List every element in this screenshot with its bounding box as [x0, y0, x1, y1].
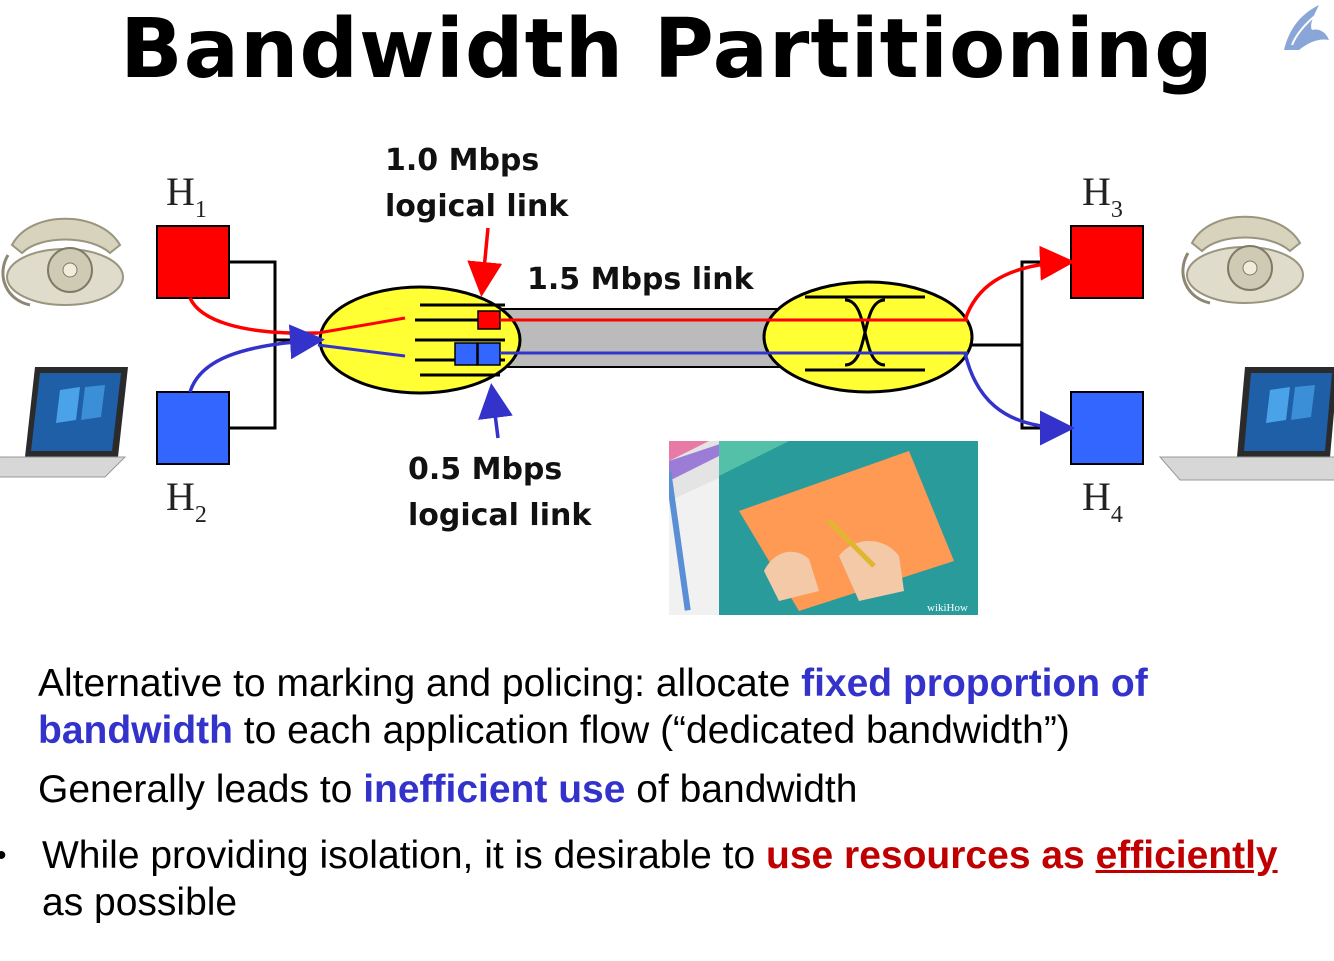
- logical-link-1-label: logical link: [385, 189, 569, 224]
- laptop-icon: [1158, 367, 1334, 481]
- photo-watermark: wikiHow: [927, 602, 968, 614]
- host-h1-box: [156, 225, 230, 299]
- logical-link-1-rate: 1.0 Mbps: [385, 143, 539, 178]
- host-h3-box: [1070, 225, 1144, 299]
- host-h4-box: [1070, 391, 1144, 465]
- host-h1-label: H1: [166, 169, 207, 223]
- laptop-icon: [0, 367, 128, 478]
- logical-link-2-label: logical link: [408, 498, 592, 533]
- physical-link-label: 1.5 Mbps link: [527, 262, 755, 297]
- host-h2-box: [156, 391, 230, 465]
- highlight-fixed-proportion: fixed proportion of bandwidth: [38, 662, 1148, 752]
- highlight-inefficient-use: inefficient use: [363, 768, 626, 811]
- physical-link: [499, 308, 801, 368]
- red-queue-buffer: [477, 310, 501, 330]
- bullet-3: While providing isolation, it is desirab…: [42, 834, 1278, 924]
- logical-link-2-rate: 0.5 Mbps: [408, 452, 562, 487]
- host-h4-label: H4: [1082, 474, 1123, 528]
- bullet-1: Alternative to marking and policing: all…: [38, 662, 1148, 752]
- bullet-2: Generally leads to inefficient use of ba…: [38, 768, 858, 811]
- host-h3-label: H3: [1082, 169, 1123, 223]
- telephone-icon: [1181, 215, 1304, 305]
- bullet-dot: •: [0, 832, 7, 879]
- telephone-icon: [1, 217, 124, 307]
- highlight-efficiently: efficiently: [1095, 834, 1278, 877]
- highlight-use-resources: use resources as: [766, 834, 1096, 877]
- slide-title: Bandwidth Partitioning: [120, 2, 1214, 97]
- blue-queue-buffer: [477, 342, 501, 366]
- university-logo: [1284, 5, 1329, 50]
- blue-queue-buffer: [454, 342, 478, 366]
- bandwidth-diagram: H1 H2 H3 H4 1.0 Mbps logical link 1.5 Mb…: [0, 143, 1334, 533]
- host-h2-label: H2: [166, 474, 207, 528]
- right-router: [762, 280, 974, 394]
- scissors-cutting-paper-photo: wikiHow: [669, 441, 978, 615]
